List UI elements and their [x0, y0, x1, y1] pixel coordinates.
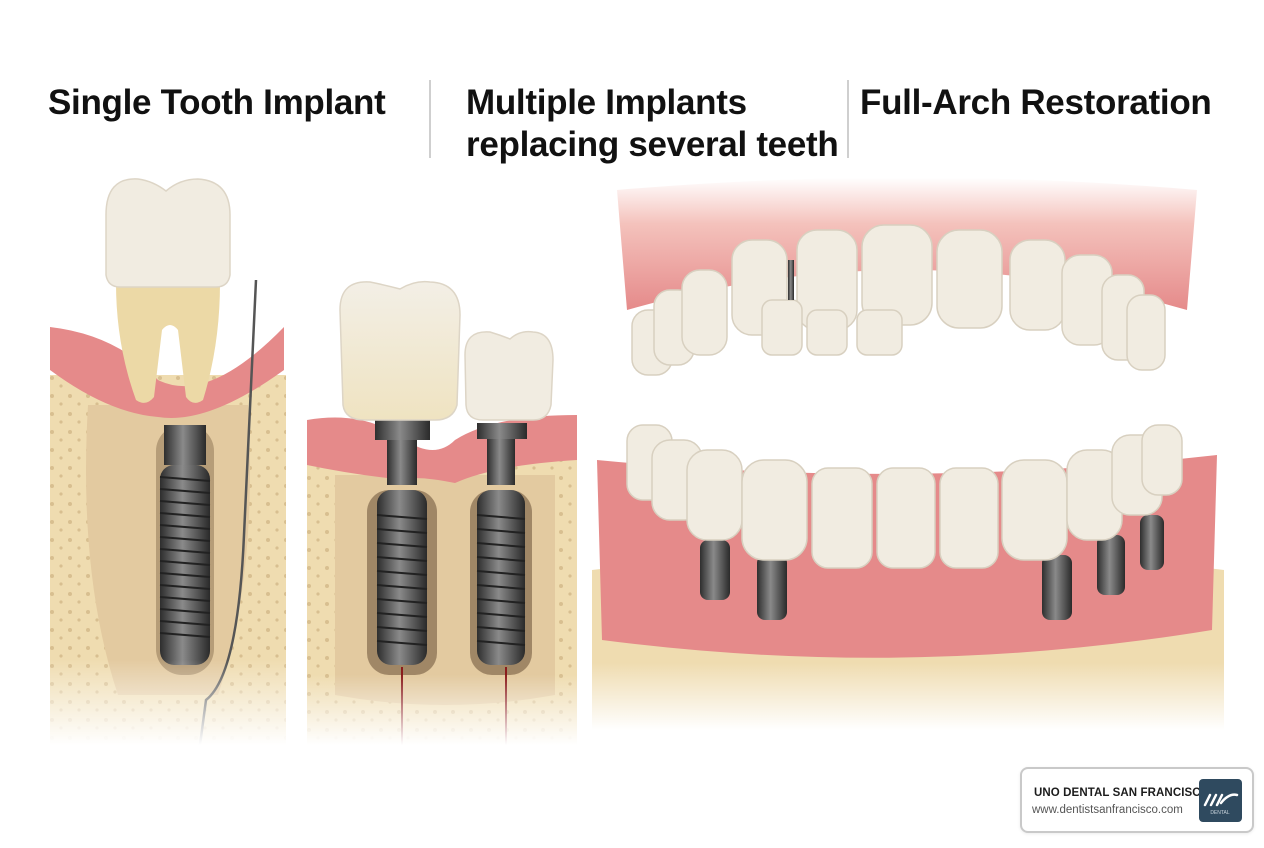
divider-2	[847, 80, 849, 158]
clinic-badge: UNO DENTAL SAN FRANCISCO www.dentistsanf…	[1020, 767, 1254, 833]
clinic-logo-icon: DENTAL	[1199, 779, 1242, 822]
heading-multiple-line1: Multiple Implants	[466, 83, 747, 122]
single-tooth-implant-illustration	[48, 175, 288, 745]
full-arch-restoration-illustration	[592, 170, 1224, 730]
heading-full-arch-restoration: Full-Arch Restoration	[860, 83, 1212, 122]
clinic-url[interactable]: www.dentistsanfrancisco.com	[1032, 804, 1183, 816]
heading-multiple-implants: Multiple Implants replacing several teet…	[466, 82, 839, 166]
svg-text:DENTAL: DENTAL	[1210, 810, 1230, 816]
multiple-implants-illustration	[305, 275, 580, 745]
clinic-name: UNO DENTAL SAN FRANCISCO	[1034, 787, 1210, 799]
divider-1	[429, 80, 431, 158]
heading-multiple-line2: replacing several teeth	[466, 125, 839, 164]
heading-single-tooth-implant: Single Tooth Implant	[48, 83, 386, 122]
